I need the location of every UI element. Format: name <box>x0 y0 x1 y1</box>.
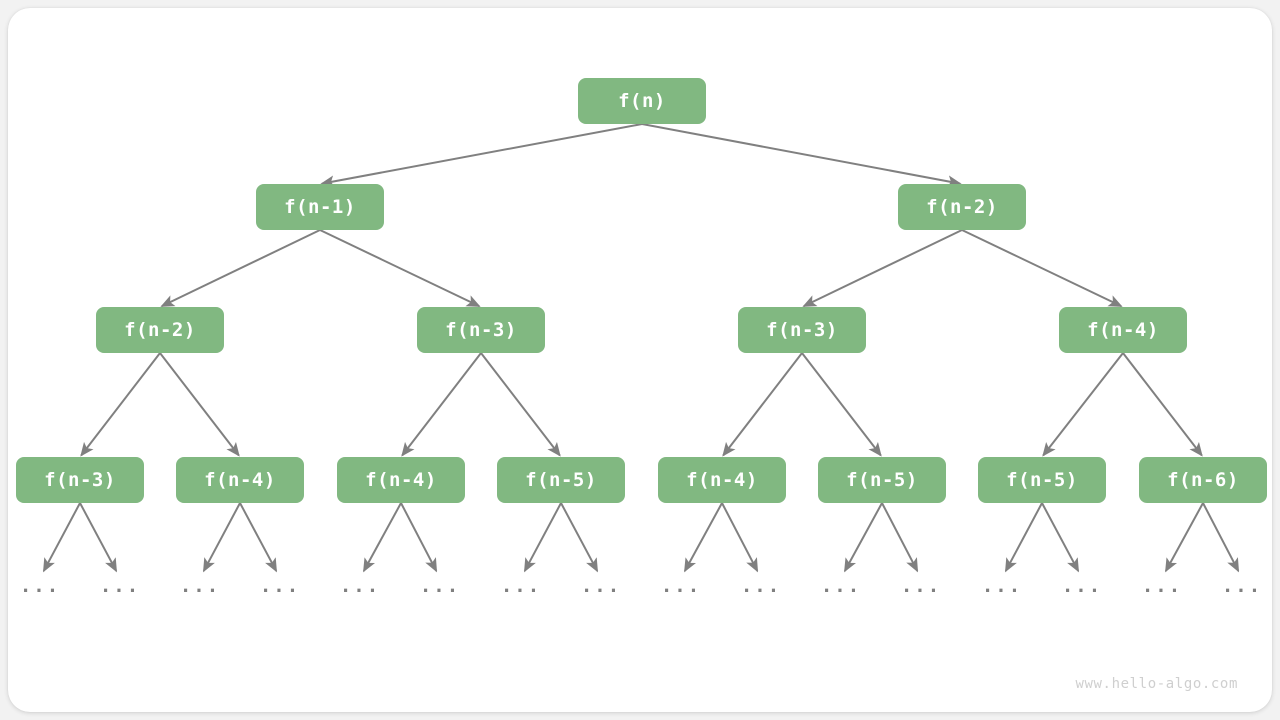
ellipsis-marker: ... <box>1141 575 1183 597</box>
tree-node-label: f(n-3) <box>445 319 517 341</box>
tree-node: f(n-4) <box>176 457 304 503</box>
ellipsis-marker: ... <box>820 575 862 597</box>
tree-node-label: f(n-4) <box>686 469 758 491</box>
tree-node-label: f(n-4) <box>204 469 276 491</box>
tree-node-label: f(n-5) <box>1006 469 1078 491</box>
tree-node: f(n-4) <box>1059 307 1187 353</box>
tree-node: f(n-3) <box>738 307 866 353</box>
tree-node-label: f(n-3) <box>766 319 838 341</box>
tree-node: f(n-4) <box>337 457 465 503</box>
watermark: www.hello-algo.com <box>1075 676 1238 692</box>
ellipsis-marker: ... <box>1221 575 1263 597</box>
tree-node: f(n-3) <box>417 307 545 353</box>
tree-node-label: f(n-5) <box>525 469 597 491</box>
ellipsis-marker: ... <box>19 575 61 597</box>
ellipsis-marker: ... <box>179 575 221 597</box>
ellipsis-marker: ... <box>99 575 141 597</box>
tree-node: f(n-6) <box>1139 457 1267 503</box>
tree-node: f(n) <box>578 78 706 124</box>
tree-node-label: f(n-2) <box>124 319 196 341</box>
tree-node-label: f(n-1) <box>284 196 356 218</box>
ellipsis-marker: ... <box>900 575 942 597</box>
tree-node-label: f(n-4) <box>365 469 437 491</box>
tree-node-label: f(n-6) <box>1167 469 1239 491</box>
tree-node-label: f(n-4) <box>1087 319 1159 341</box>
ellipsis-marker: ... <box>259 575 301 597</box>
tree-node: f(n-1) <box>256 184 384 230</box>
ellipsis-marker: ... <box>580 575 622 597</box>
tree-node: f(n-4) <box>658 457 786 503</box>
ellipsis-marker: ... <box>419 575 461 597</box>
tree-node-label: f(n) <box>618 90 666 112</box>
tree-node: f(n-5) <box>497 457 625 503</box>
ellipsis-marker: ... <box>981 575 1023 597</box>
tree-node-label: f(n-2) <box>926 196 998 218</box>
ellipsis-marker: ... <box>339 575 381 597</box>
tree-node-label: f(n-3) <box>44 469 116 491</box>
tree-node: f(n-2) <box>96 307 224 353</box>
ellipsis-marker: ... <box>660 575 702 597</box>
ellipsis-marker: ... <box>740 575 782 597</box>
ellipsis-marker: ... <box>500 575 542 597</box>
tree-node: f(n-2) <box>898 184 1026 230</box>
tree-node: f(n-3) <box>16 457 144 503</box>
tree-node-label: f(n-5) <box>846 469 918 491</box>
tree-node: f(n-5) <box>818 457 946 503</box>
ellipsis-marker: ... <box>1061 575 1103 597</box>
tree-node: f(n-5) <box>978 457 1106 503</box>
